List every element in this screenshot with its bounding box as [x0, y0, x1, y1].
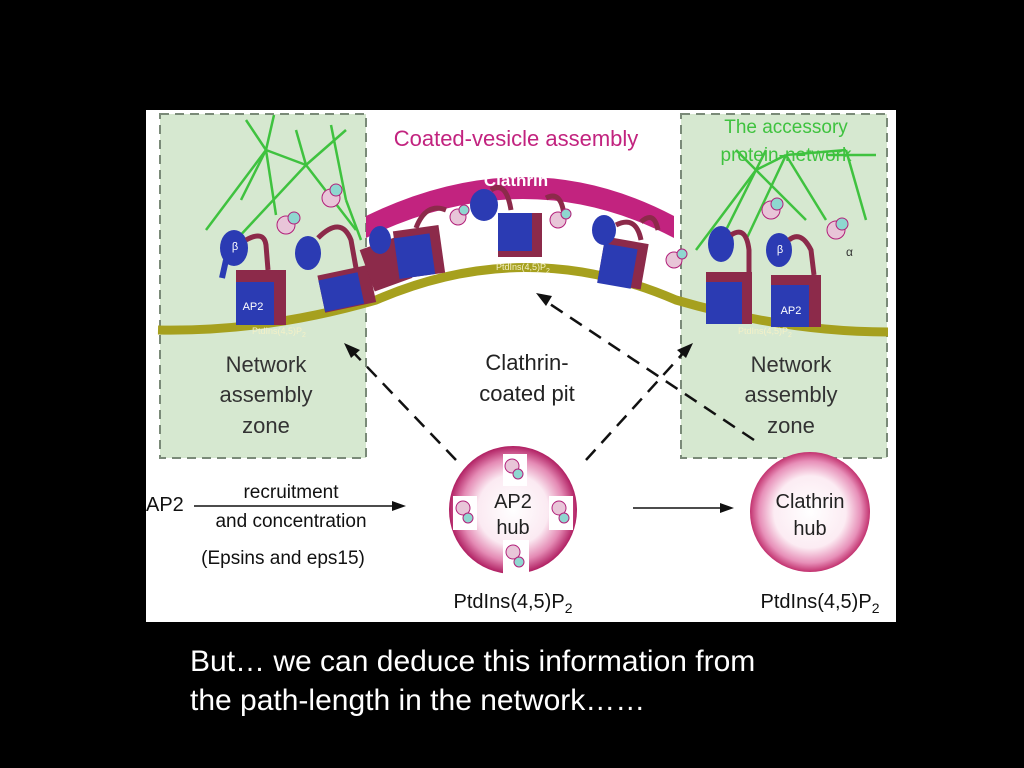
coated-vesicle-title: Coated-vesicle assembly [394, 126, 639, 151]
svg-text:coated pit: coated pit [479, 381, 574, 406]
left-zone-label: Network assembly zone [220, 352, 313, 438]
ap2-hub-label-1: AP2 [494, 491, 532, 513]
alpha-label: α [846, 245, 853, 259]
clathrin-coat-band [366, 177, 674, 238]
accessory-label-line2: protein-network [721, 145, 852, 166]
svg-text:zone: zone [242, 413, 290, 438]
svg-text:Clathrin-: Clathrin- [485, 350, 568, 375]
svg-text:assembly: assembly [745, 382, 838, 407]
ap2-complex-pit-3 [470, 185, 542, 257]
ap2-complex-left-1: β AP2 [219, 230, 286, 325]
pip2-small-left: PtdIns(4,5)P2 [252, 326, 306, 339]
caption-line-2: the path-length in the network…… [190, 684, 646, 717]
svg-text:β: β [777, 244, 783, 256]
ap2-hub-circle [449, 446, 577, 574]
clathrin-hub-label-2: hub [793, 518, 826, 540]
clathrin-hub-pip2: PtdIns(4,5)P2 [761, 591, 880, 616]
caption-line-1: But… we can deduce this information from [190, 645, 756, 678]
ap2-hub-label-2: hub [496, 517, 529, 539]
dashed-arrow-heads [344, 293, 693, 358]
svg-text:β: β [232, 241, 238, 253]
pip2-small-right: PtdIns(4,5)P2 [738, 326, 792, 339]
ap2-label: AP2 [146, 494, 184, 516]
svg-text:assembly: assembly [220, 382, 313, 407]
recruitment-label: recruitment [243, 482, 339, 503]
clathrin-hub-label-1: Clathrin [776, 491, 845, 513]
pip2-small-center: PtdIns(4,5)P2 [496, 262, 550, 275]
ap2-hub-proteins [453, 454, 573, 574]
svg-text:AP2: AP2 [243, 301, 264, 313]
recruitment-arrow-head [392, 501, 406, 511]
epsins-label: (Epsins and eps15) [201, 548, 365, 569]
svg-text:Network: Network [226, 352, 308, 377]
right-zone-label: Network assembly zone [745, 352, 838, 438]
svg-text:zone: zone [767, 413, 815, 438]
ap2-complex-pit-2 [392, 205, 447, 279]
dashed-arrows [350, 298, 755, 461]
ap2-complex-right-2: β AP2 [766, 233, 821, 327]
slide-caption: But… we can deduce this information from… [190, 642, 950, 720]
ap2-hub-pip2: PtdIns(4,5)P2 [454, 591, 573, 616]
ap2-complex-left-2 [295, 224, 377, 313]
clathrin-hub-circle [750, 452, 870, 572]
concentration-label: and concentration [215, 511, 366, 532]
endocytosis-diagram: Clathrin β AP2 [146, 110, 896, 622]
coated-pit-label: Clathrin- coated pit [479, 350, 574, 406]
hub-arrow-head [720, 503, 734, 513]
protein-structure-blobs [276, 183, 849, 269]
accessory-label-line1: The accessory [724, 117, 848, 138]
svg-text:Network: Network [751, 352, 833, 377]
right-protein-network [695, 148, 876, 251]
ap2-complex-pit-4 [592, 215, 649, 290]
svg-text:AP2: AP2 [781, 305, 802, 317]
ap2-complex-right-1 [706, 226, 752, 324]
